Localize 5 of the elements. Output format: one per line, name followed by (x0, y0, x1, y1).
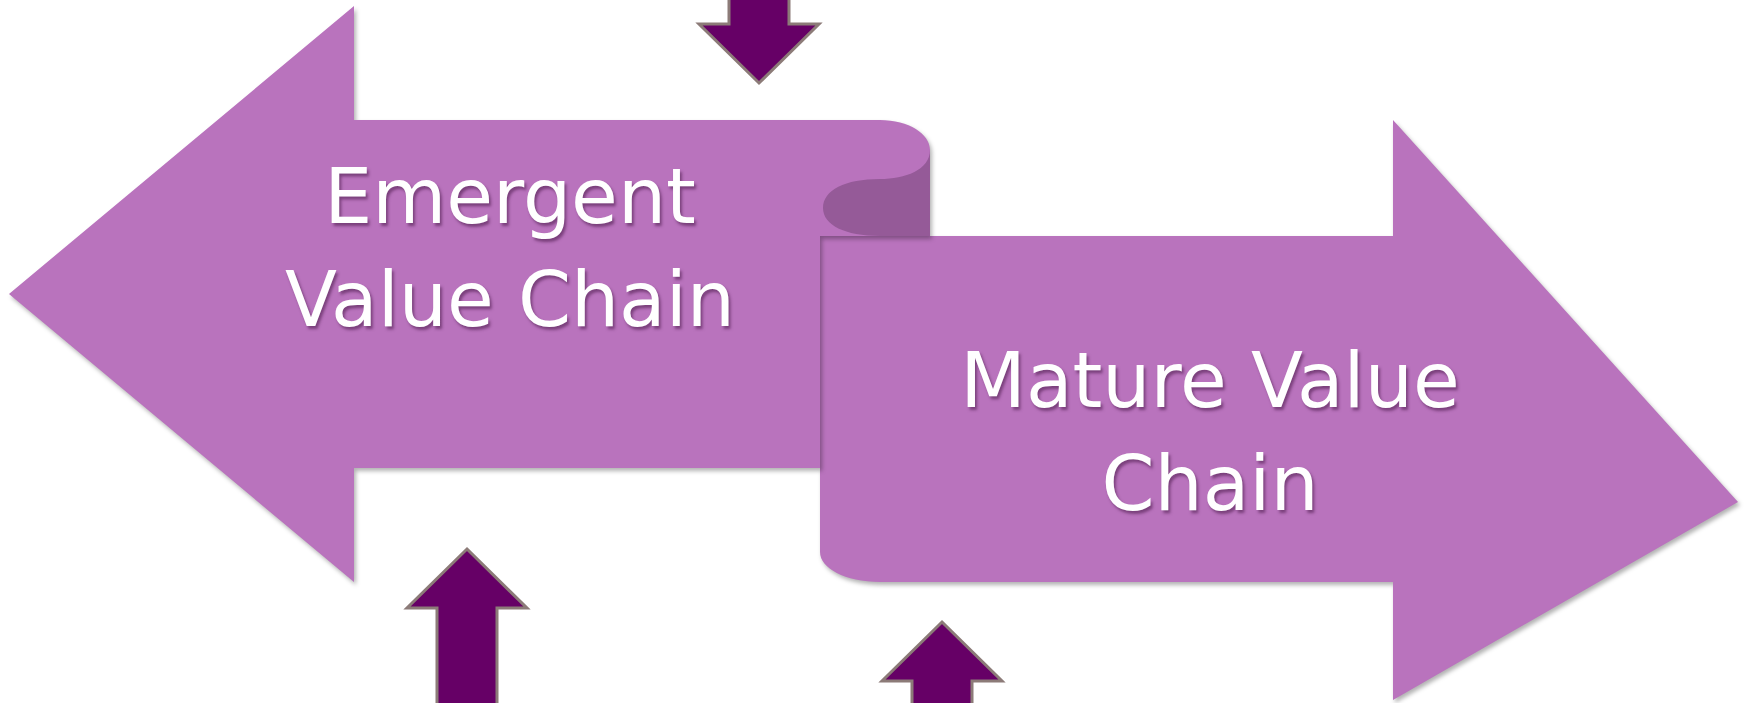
arrow-label: Mature Value Chain (959, 335, 1461, 530)
block-arrow (878, 619, 1006, 703)
block-arrow (695, 0, 823, 86)
arrow-label: Emergent Value Chain (284, 151, 736, 346)
block-arrow (403, 546, 531, 703)
